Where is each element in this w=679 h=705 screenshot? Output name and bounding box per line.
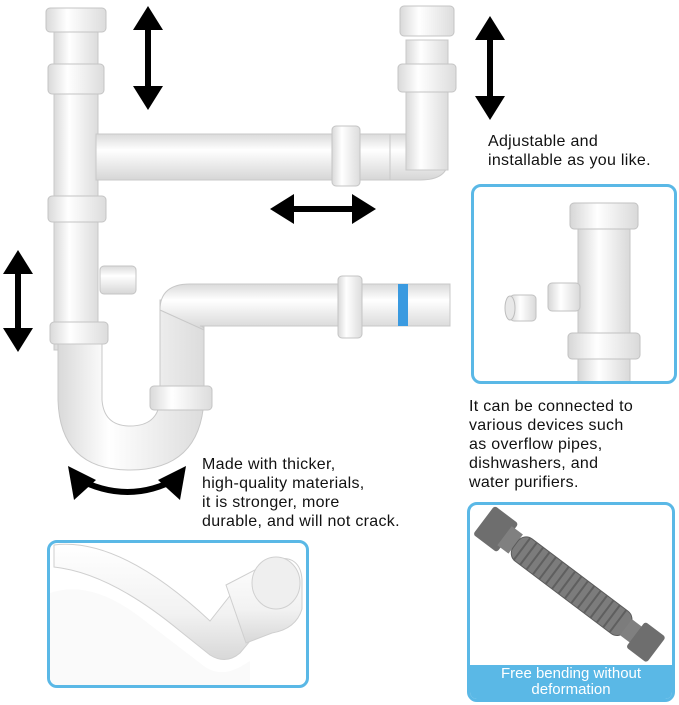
material-caption-line2: high-quality materials, [202,475,365,492]
upper-horizontal-pipe [95,5,457,187]
p-trap [57,275,451,471]
side-port-detail-panel [471,184,677,384]
connect-caption-line4: dishwashers, and [469,455,599,472]
flexible-hose-panel: Free bending without deformation [467,502,675,702]
hose-panel-caption-line2: deformation [531,681,611,698]
side-port [99,265,137,295]
left-vertical-pipe [45,7,109,351]
side-port-detail-image [504,202,641,381]
vertical-arrow-left [3,250,33,352]
elbow-detail-panel [47,540,309,688]
connect-caption-line5: water purifiers. [469,474,579,491]
adjustable-caption: Adjustable and installable as you like. [488,132,651,170]
connect-caption-line3: as overflow pipes, [469,436,603,453]
elbow-detail-image [50,543,303,685]
vertical-arrow-top-left [133,6,163,110]
hose-panel-caption-line1: Free bending without [500,665,642,682]
adjustable-caption-line1: Adjustable and [488,133,599,150]
material-caption-line3: it is stronger, more [202,494,340,511]
hose-panel-caption: Free bending without deformation [470,665,672,699]
adjustable-caption-line2: installable as you like. [488,152,651,169]
flexible-hose-image [474,506,665,662]
material-caption: Made with thicker, high-quality material… [202,455,400,531]
material-caption-line1: Made with thicker, [202,456,336,473]
horizontal-arrow [270,194,376,224]
vertical-arrow-top-right [475,16,505,120]
connect-caption-line2: various devices such [469,417,624,434]
connect-caption-line1: It can be connected to [469,398,634,415]
connect-caption: It can be connected to various devices s… [469,397,633,492]
rotate-arrow [68,466,186,500]
material-caption-line4: durable, and will not crack. [202,513,400,530]
